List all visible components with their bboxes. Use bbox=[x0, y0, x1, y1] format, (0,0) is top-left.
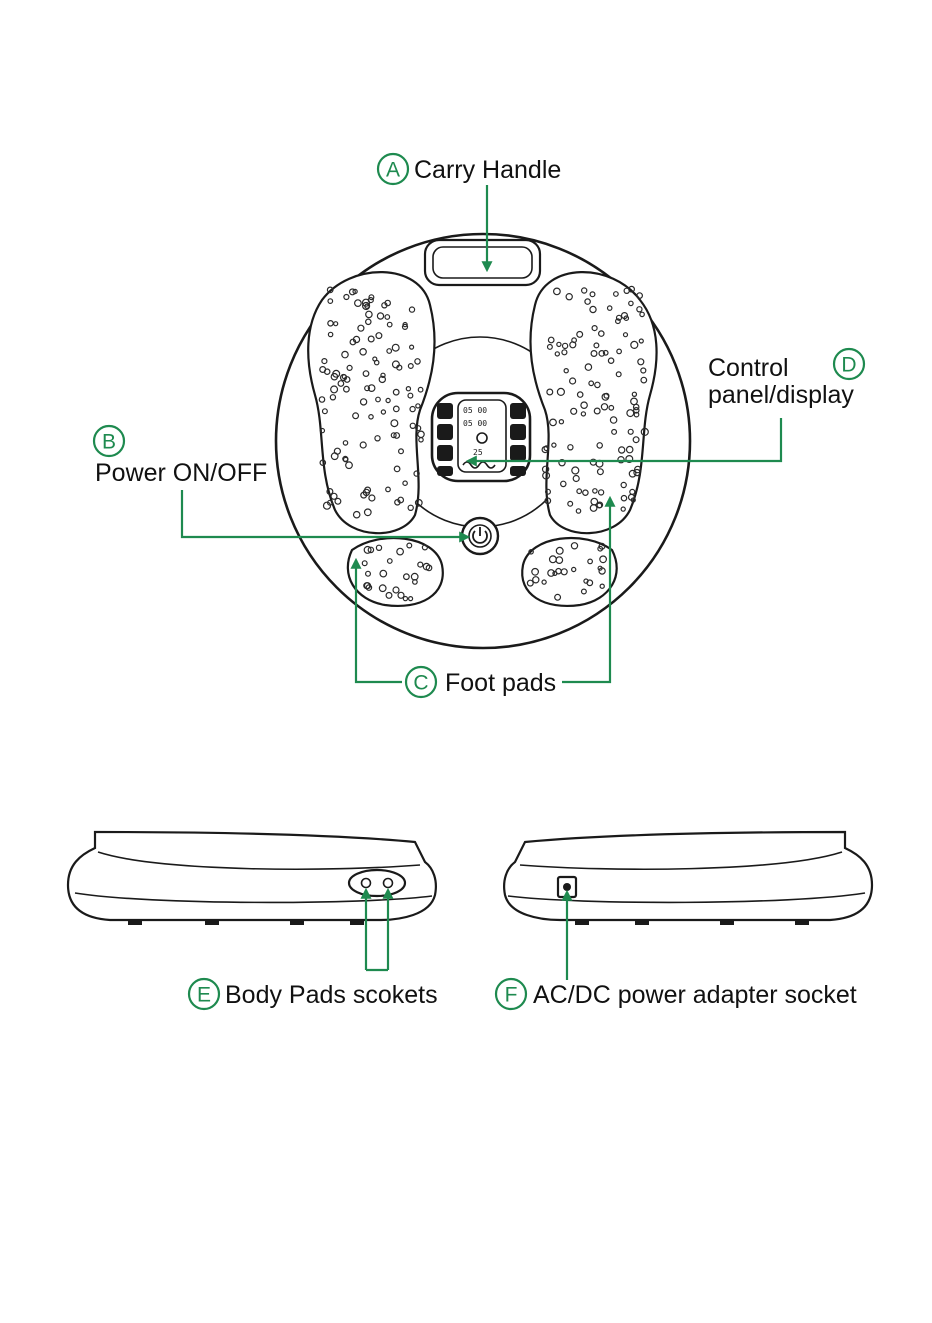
callout-a-label: Carry Handle bbox=[414, 156, 561, 184]
callout-foot-pads: C Foot pads bbox=[406, 667, 556, 697]
callout-f-letter: F bbox=[505, 984, 518, 1007]
callout-d-letter: D bbox=[841, 354, 856, 377]
body-pad-sockets bbox=[349, 870, 405, 896]
callout-e-label: Body Pads scokets bbox=[225, 981, 438, 1009]
callout-carry-handle: A Carry Handle bbox=[378, 154, 561, 184]
display-line-1: 05 00 bbox=[463, 406, 487, 415]
callout-d-label-line-1: Control bbox=[708, 354, 789, 382]
callout-control-panel: D Control panel/display bbox=[708, 349, 864, 409]
callout-c-label: Foot pads bbox=[445, 669, 556, 697]
callout-f-label: AC/DC power adapter socket bbox=[533, 981, 857, 1009]
display-line-3: 25 bbox=[473, 448, 483, 457]
callout-power: B Power ON/OFF bbox=[94, 426, 267, 487]
callout-a-letter: A bbox=[386, 159, 400, 182]
side-view-right bbox=[504, 832, 872, 925]
callout-b-label: Power ON/OFF bbox=[95, 459, 267, 487]
callout-e-letter: E bbox=[197, 984, 211, 1007]
callout-b-letter: B bbox=[102, 431, 116, 454]
control-panel: 05 00 05 00 25 bbox=[432, 393, 530, 481]
side-view-left bbox=[68, 832, 436, 925]
display-line-2: 05 00 bbox=[463, 419, 487, 428]
top-view-device: 05 00 05 00 25 bbox=[276, 234, 690, 648]
callout-power-adapter-socket: F AC/DC power adapter socket bbox=[496, 979, 857, 1009]
callout-body-pad-sockets: E Body Pads scokets bbox=[189, 979, 438, 1009]
callout-c-letter: C bbox=[413, 672, 428, 695]
callout-d-label-line-2: panel/display bbox=[708, 381, 854, 409]
